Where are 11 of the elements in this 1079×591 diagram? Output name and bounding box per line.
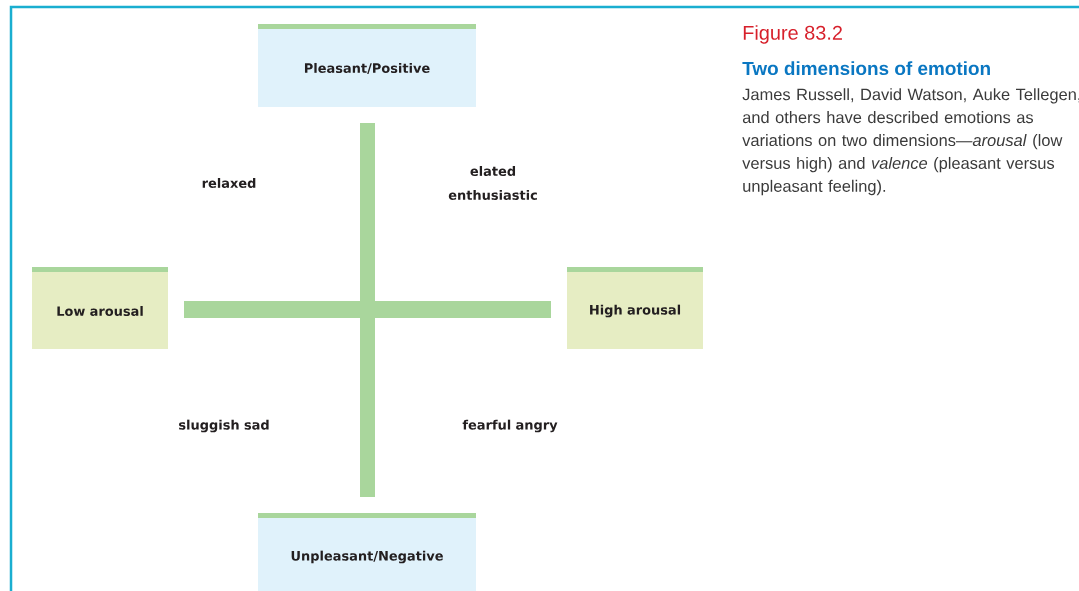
emotion-label: fearful angry (462, 419, 558, 433)
axis-end-box: Low arousal (32, 267, 168, 349)
caption-heading: Two dimensions of emotion (742, 61, 990, 76)
emotion-label: sluggish sad (179, 419, 269, 433)
figure-number: Figure 83.2 (743, 25, 842, 44)
caption-text: James Russell, David Watson, Auke Tellegen, and others have described emotions as variations on two dimensions—arousal (low versus high) and valence (pleasant versus unpleasant feeling). (742, 88, 1079, 196)
emotion-label: relaxed (202, 177, 256, 188)
emotion-label: elated enthusiastic (448, 166, 537, 200)
axis-end-box: High arousal (567, 267, 703, 349)
axis-end-box: Unpleasant/Negative (258, 513, 476, 591)
axis-end-box: Pleasant/Positive (258, 24, 476, 107)
